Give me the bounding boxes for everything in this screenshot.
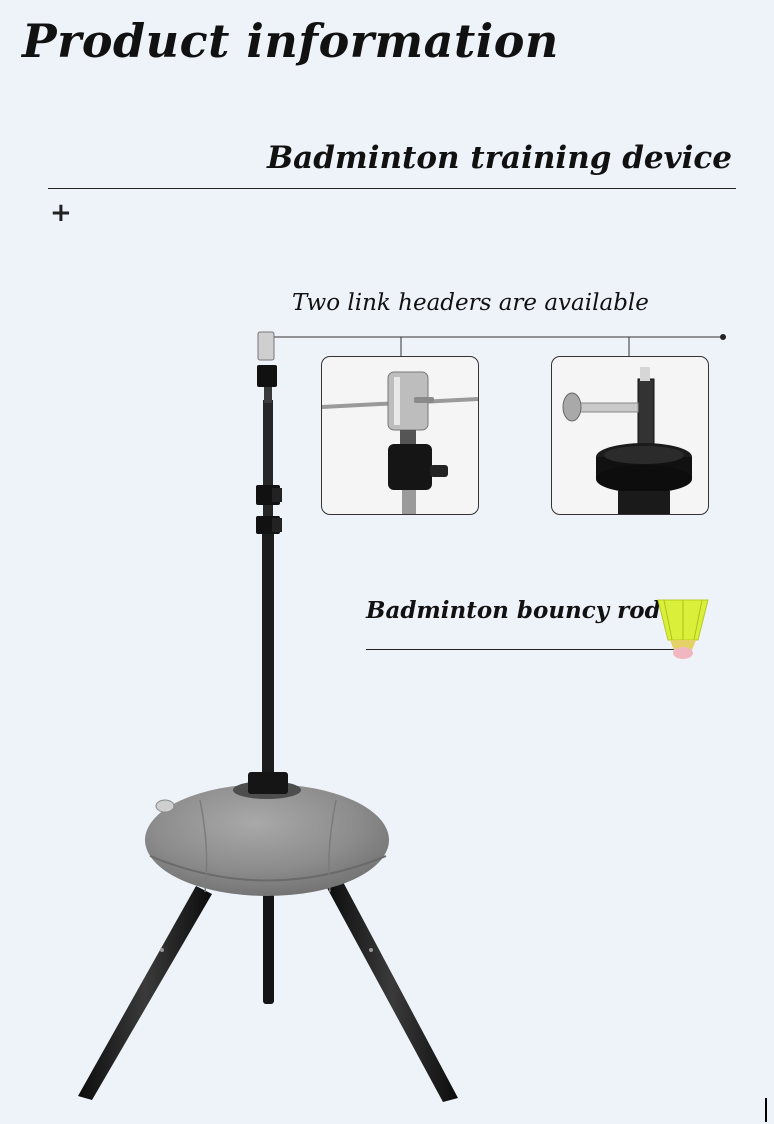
shuttlecock-icon [657, 599, 709, 659]
telescopic-pole [248, 331, 288, 794]
bouncy-rod-divider [366, 649, 680, 650]
bouncy-rod-label: Badminton bouncy rod [366, 597, 661, 624]
water-base [145, 781, 389, 896]
leader-line [270, 334, 726, 356]
tripod-legs [78, 880, 458, 1102]
text-cursor [765, 1098, 767, 1122]
link-header-detail-clamp [321, 356, 479, 515]
link-header-detail-screw-plate [551, 356, 709, 515]
page-subtitle: Badminton training device [266, 140, 732, 176]
page-title: Product information [22, 14, 559, 68]
plus-icon: + [50, 198, 72, 228]
link-headers-label: Two link headers are available [292, 290, 649, 316]
subtitle-divider [48, 188, 736, 189]
